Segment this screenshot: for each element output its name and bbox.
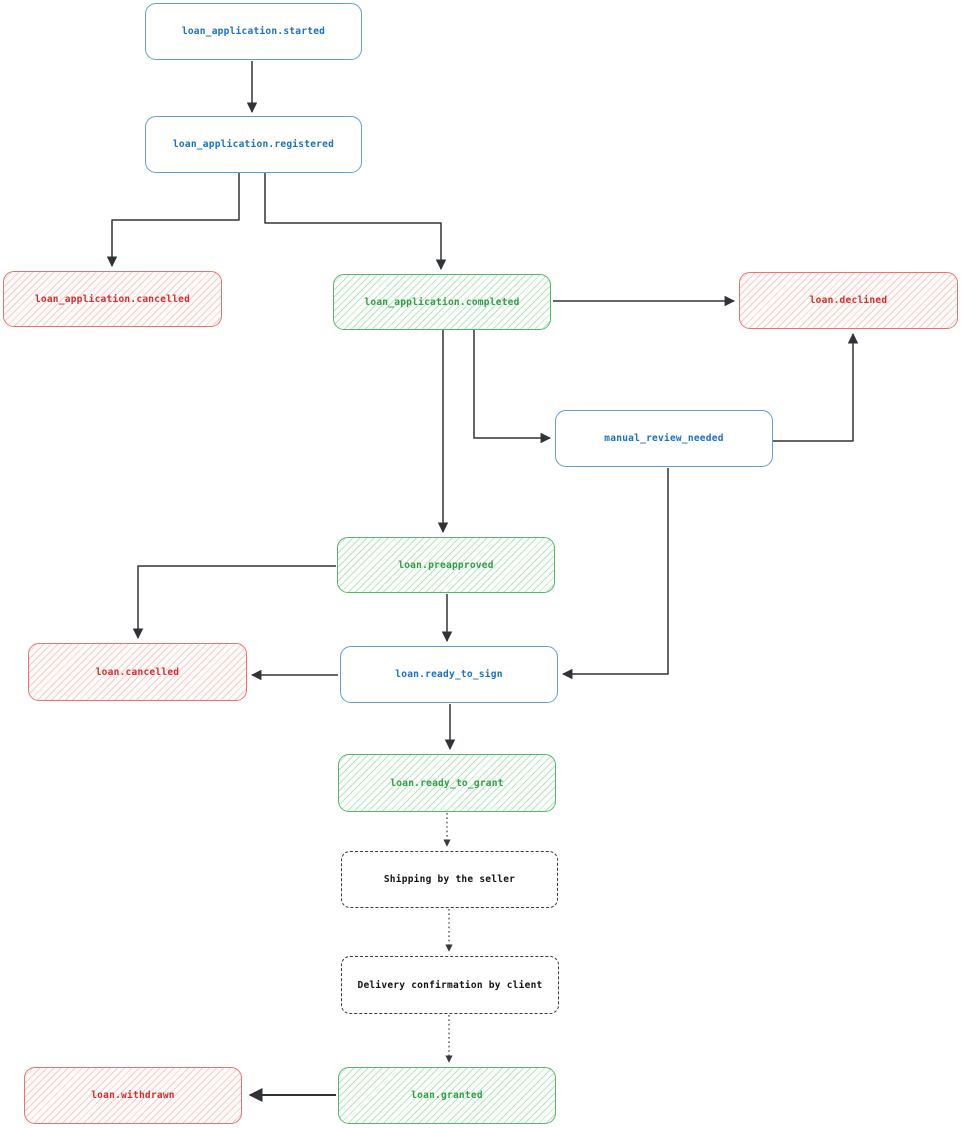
edge-registered-to-app-cancelled	[106, 173, 240, 268]
node-shipping-by-seller: Shipping by the seller	[341, 851, 558, 908]
node-label: loan.cancelled	[95, 666, 180, 678]
node-label: manual_review_needed	[604, 433, 724, 444]
node-label: loan.granted	[411, 1090, 483, 1101]
node-loan-cancelled: loan.cancelled	[28, 643, 247, 701]
node-label: Shipping by the seller	[383, 874, 516, 885]
node-label: loan_application.cancelled	[34, 293, 191, 305]
node-loan-preapproved: loan.preapproved	[337, 537, 555, 593]
node-label: loan.ready_to_sign	[395, 669, 503, 680]
node-label: loan_application.completed	[364, 296, 520, 308]
node-label: loan.declined	[809, 295, 888, 306]
node-loan-ready-to-grant: loan.ready_to_grant	[338, 754, 556, 812]
node-label: Delivery confirmation by client	[357, 979, 543, 991]
node-loan-withdrawn: loan.withdrawn	[24, 1067, 242, 1124]
node-loan-declined: loan.declined	[739, 272, 958, 329]
node-loan-application-registered: loan_application.registered	[145, 116, 362, 173]
node-delivery-confirmation: Delivery confirmation by client	[341, 956, 559, 1014]
edge-preapproved-to-cancelled	[132, 565, 336, 640]
node-loan-application-completed: loan_application.completed	[333, 274, 551, 330]
node-label: loan_application.started	[181, 26, 326, 37]
node-loan-ready-to-sign: loan.ready_to_sign	[340, 646, 558, 703]
node-label: loan.withdrawn	[91, 1090, 175, 1101]
edge-manual-review-to-ready-to-sign	[561, 468, 669, 680]
node-manual-review-needed: manual_review_needed	[555, 410, 773, 467]
node-label: loan.preapproved	[398, 559, 494, 571]
edge-registered-to-app-completed	[264, 173, 447, 271]
edge-app-completed-to-manual-review	[473, 330, 552, 444]
node-label: loan.ready_to_grant	[390, 777, 504, 789]
edge-manual-review-to-declined	[773, 332, 859, 442]
node-loan-granted: loan.granted	[338, 1067, 556, 1124]
node-loan-application-started: loan_application.started	[145, 3, 362, 60]
node-loan-application-cancelled: loan_application.cancelled	[3, 271, 222, 327]
node-label: loan_application.registered	[172, 139, 335, 150]
